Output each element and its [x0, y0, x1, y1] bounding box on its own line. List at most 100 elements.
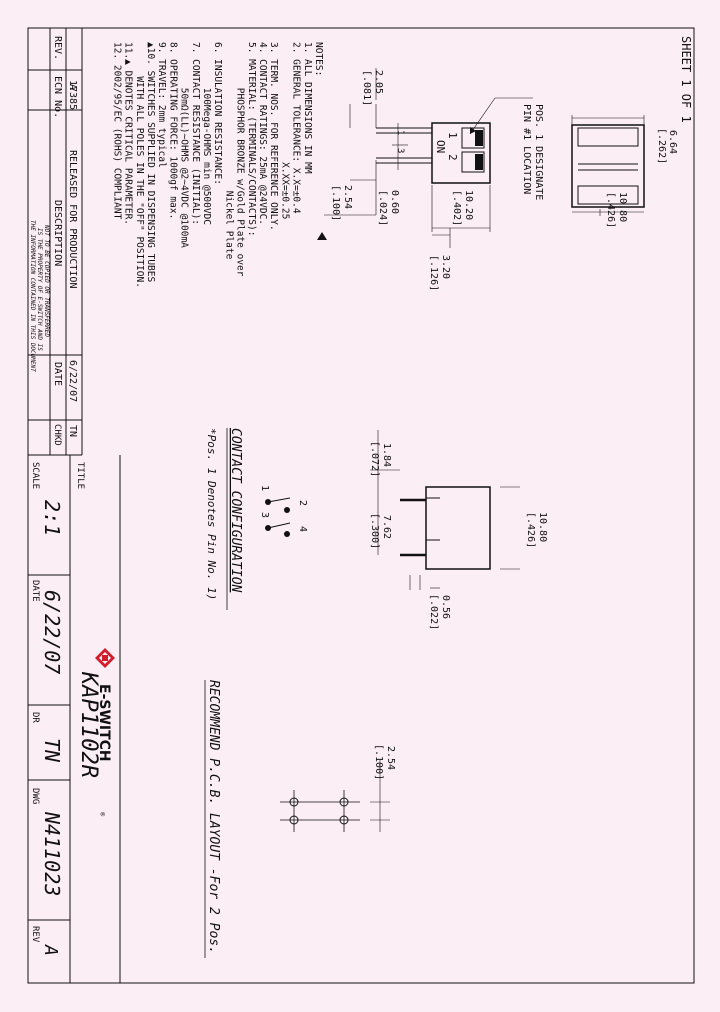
side-view-dims: 2.05 [.081] 2.54 [.100] 0.60 [.024] 10.2… [317, 68, 491, 291]
pcb-layout: RECOMMEND P.C.B. LAYOUT -For 2 Pos. 2.54… [204, 680, 396, 958]
note-line: 8. OPERATING FORCE: 1000gf max. [167, 42, 178, 219]
note-line: 4. CONTACT RATINGS: 25mA @24VDC. [257, 42, 268, 225]
bottom-view: 10.80 [.426] 1.84 [.072] 7.62 [.300] 0.5… [369, 430, 548, 630]
side-pin-1: 1 [395, 130, 405, 135]
dim-060: 0.60 [389, 190, 400, 214]
contact-pin-2: 2 [297, 500, 308, 506]
rev-row-ecn-visible: 17385 [67, 80, 78, 110]
sheet-label: SHEET 1 OF 1 [679, 36, 693, 123]
rev-header-rev: REV. [52, 36, 63, 60]
revision-table: REV. ECN No. DESCRIPTION DATE CHKD A 173… [28, 28, 83, 456]
pcb-hole-3 [339, 797, 349, 807]
contact-pin-dot-4 [284, 531, 290, 537]
title-block: TITLE KAP1102R SCALE 2:1 DATE 6/22/07 DR… [27, 455, 121, 983]
logo-text: E-SWITCH [96, 684, 112, 762]
dim-top-len: 10.80 [617, 192, 628, 222]
contact-pin-1: 1 [259, 485, 270, 491]
contact-pin-3: 3 [259, 512, 270, 518]
pcb-dim-254: 2.54 [385, 746, 396, 770]
note-line: 6. INSULATION RESISTANCE: [212, 42, 223, 185]
scale-label: SCALE [30, 462, 40, 489]
dim-320: 3.20 [440, 255, 451, 279]
pos1-note-line-2: PIN #1 LOCATION [521, 104, 532, 194]
contact-pin-dot-2 [284, 507, 290, 513]
dim-205: 2.05 [373, 70, 384, 94]
side-view-top: 6.64 [.262] 10.80 [.426] [571, 115, 678, 228]
note-line: 7. CONTACT RESISTANCE (INITIAL): [190, 42, 201, 225]
rev-label: REV [30, 926, 40, 943]
side-pin-3: 3 [395, 148, 405, 153]
dim-254-in: [.100] [330, 185, 341, 221]
rev-row-description: RELEASED FOR PRODUCTION [67, 150, 78, 288]
pcb-dim-254-in: [.100] [373, 744, 384, 780]
rev-row-chkd: TN [67, 425, 78, 437]
confidential-line-1: THE INFORMATION CONTAINED IN THIS DOCUME… [29, 220, 36, 372]
note-line: 5. MATERIAL: (TERMINALS/CONTACTS): [246, 42, 257, 236]
note-line: 9. TRAVEL: 2mm typical [156, 42, 167, 168]
note-line: ▲10. SWITCHES SUPPLIED IN DISPENSING TUB… [145, 42, 156, 282]
rev-row-rev: A [67, 84, 78, 90]
dim-056: 0.56 [440, 595, 451, 619]
note-line: NOTES: [313, 42, 324, 76]
logo-emblem [95, 648, 115, 668]
pos1-note-line-1: POS. 1 DESIGNATE [533, 104, 544, 200]
switch-num-1: 1 [446, 132, 459, 139]
dim-184-in: [.072] [369, 441, 380, 477]
note-line: 11.▲ DENOTES CRITICAL PARAMETER. [123, 42, 134, 225]
dr-label: DR [30, 712, 40, 723]
note-line: PHOSPHOR BRONZE w/Gold Plate over [235, 42, 246, 277]
dim-254: 2.54 [342, 185, 353, 209]
contact-title: CONTACT CONFIGURATION [228, 428, 243, 593]
dim-184: 1.84 [381, 443, 392, 467]
contact-note: *Pos. 1 Denotes Pin No. 1) [205, 428, 218, 600]
contact-configuration: CONTACT CONFIGURATION *Pos. 1 Denotes Pi… [205, 428, 308, 610]
dim-060-in: [.024] [377, 190, 388, 226]
switch-on-label: ON [434, 140, 447, 153]
rev-header-ecn: ECN No. [52, 76, 63, 118]
note-line: 50mΩ(LL)~OHMS @2~4VDC @100mA [179, 42, 190, 248]
pos1-note: POS. 1 DESIGNATE PIN #1 LOCATION [469, 97, 544, 200]
switch-num-2: 2 [446, 154, 459, 161]
dim-top-width: 6.64 [667, 130, 678, 154]
note-line: 1. ALL DIMENSIONS IN MM [302, 42, 313, 174]
dim-056-in: [.022] [428, 594, 439, 630]
pcb-hole-2 [289, 815, 299, 825]
dim-1080: 10.80 [537, 512, 548, 542]
critical-marker [317, 232, 327, 240]
dwg-value: N411023 [40, 811, 64, 896]
dim-320-in: [.126] [428, 255, 439, 291]
date-label: DATE [30, 580, 40, 602]
note-line: 2. GENERAL TOLERANCE: X.X=±0.4 [291, 42, 302, 214]
dwg-label: DWG [30, 788, 40, 804]
note-line: 100Mega-OHMS min @500VDC [201, 42, 212, 225]
dim-top-width-in: [.262] [656, 128, 667, 164]
rev-header-description: DESCRIPTION [52, 200, 63, 266]
scale-value: 2:1 [40, 500, 64, 536]
pcb-hole-4 [339, 815, 349, 825]
notes: NOTES:1. ALL DIMENSIONS IN MM2. GENERAL … [111, 42, 324, 288]
pcb-hole-1 [289, 797, 299, 807]
confidential-line-3: NOT TO BE COPIED OR TRANSFERRED [43, 224, 50, 337]
dim-top-len-in: [.426] [605, 192, 616, 228]
pcb-title: RECOMMEND P.C.B. LAYOUT -For 2 Pos. [206, 680, 221, 954]
dim-1020: 10.20 [463, 190, 474, 220]
note-line: 12. 2002/95/EC (ROHS) COMPLIANT [111, 42, 122, 220]
rev-row-date: 6/22/07 [67, 360, 78, 402]
note-line: Nickel Plate [223, 42, 234, 260]
contact-pin-4: 4 [297, 526, 308, 532]
dr-value: TN [40, 738, 64, 763]
dim-1080-in: [.426] [525, 512, 536, 548]
confidential-line-2: IS THE PROPERTY OF E-SWITCH AND IS [36, 228, 43, 351]
e-switch-logo: E-SWITCH ® [95, 648, 115, 817]
rev-header-chkd: CHKD [52, 424, 62, 446]
title-label: TITLE [75, 462, 85, 489]
dim-205-in: [.081] [361, 70, 372, 106]
logo-trademark: ® [98, 812, 106, 817]
date-value: 6/22/07 [40, 590, 64, 674]
title-value: KAP1102R [76, 671, 101, 778]
confidential-notice: THE INFORMATION CONTAINED IN THIS DOCUME… [29, 220, 50, 372]
dim-762-in: [.300] [369, 513, 380, 549]
rev-header-date: DATE [52, 362, 63, 386]
dim-1020-in: [.402] [451, 190, 462, 226]
